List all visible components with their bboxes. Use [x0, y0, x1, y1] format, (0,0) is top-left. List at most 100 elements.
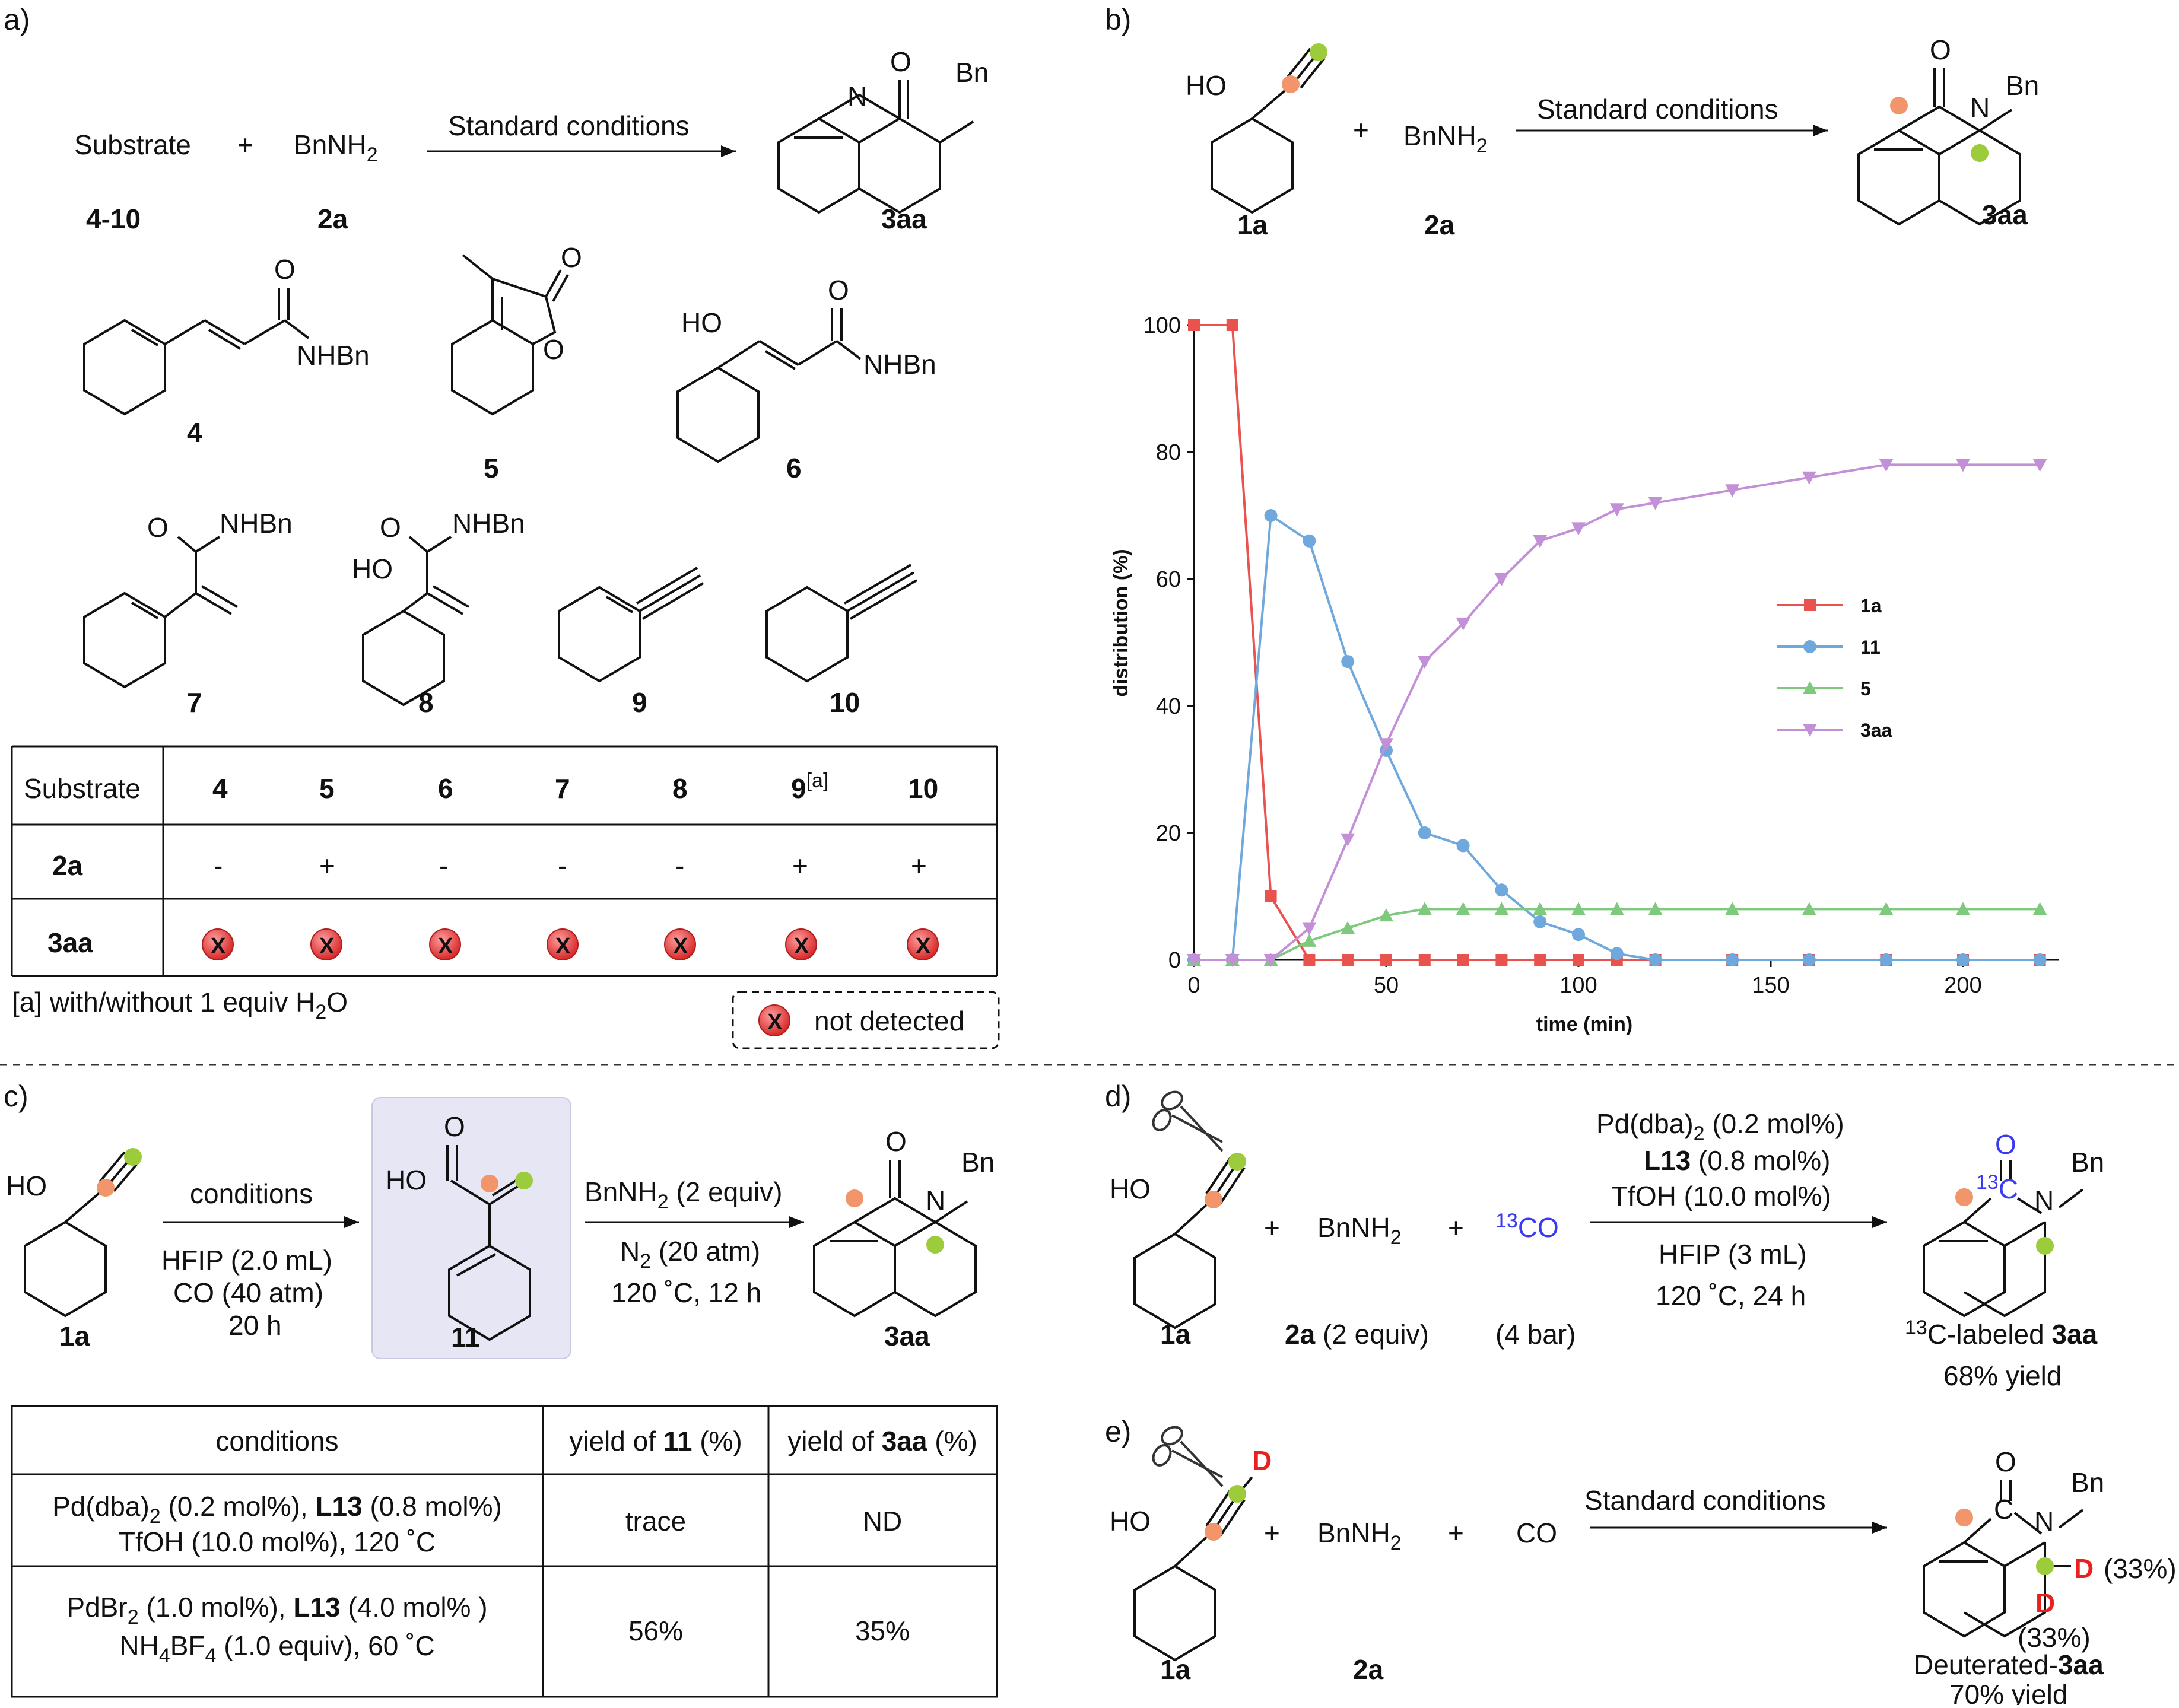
data-point-3aa: [1648, 497, 1663, 510]
green-label-dot-d: [1228, 1153, 1246, 1171]
arrow-head: [721, 145, 736, 157]
panel-b-amine: BnNH2: [1403, 120, 1488, 157]
intermediate-highlight-box: [371, 1097, 571, 1359]
panel-e-yield: 70% yield: [1949, 1679, 2067, 1705]
compound-4-nhbn: NHBn: [297, 340, 370, 371]
panel-d-plus1: +: [1264, 1212, 1280, 1243]
not-detected-marker: X: [310, 928, 342, 960]
compound-10-structure: [765, 564, 918, 683]
panel-c-time: 20 h: [228, 1310, 282, 1341]
green-label-dot-e: [1228, 1485, 1246, 1503]
orange-label-dot: [1282, 75, 1300, 93]
panel-e-amine: BnNH2: [1317, 1518, 1402, 1554]
panel-d-co-pressure: (4 bar): [1495, 1319, 1576, 1350]
panel-d-13co: 13CO: [1495, 1210, 1559, 1243]
panel-b-bn: Bn: [2006, 70, 2039, 101]
data-point-5: [2032, 902, 2047, 915]
intermediate-o: O: [444, 1111, 465, 1142]
reactant-1a-ho: HO: [1186, 70, 1227, 101]
panel-c-reactant-label: 1a: [59, 1321, 90, 1351]
data-point-11: [1264, 509, 1278, 522]
table-header-substrate: Substrate: [24, 773, 141, 804]
table-row1-yield3aa: ND: [863, 1506, 902, 1537]
panel-e-reactant-d: D: [1252, 1445, 1272, 1476]
product-3aa-structure: [777, 80, 974, 214]
panel-c-product-label: 3aa: [884, 1321, 930, 1351]
table-row2-line2: NH4BF4 (1.0 equiv), 60 ˚C: [119, 1630, 434, 1667]
data-point-11: [1418, 826, 1431, 839]
panel-e-plus1: +: [1264, 1518, 1280, 1548]
panel-a: Substrate + BnNH2 4-10 2a Standard condi…: [11, 46, 1000, 1049]
data-point-5: [1879, 902, 1894, 915]
panel-c-table: conditions yield of 11 (%) yield of 3aa …: [11, 1405, 998, 1698]
data-point-1a: [1226, 319, 1238, 331]
panel-d-reactant-label: 1a: [1160, 1319, 1191, 1350]
data-point-3aa: [1956, 459, 1970, 472]
panel-e-plus2: +: [1448, 1518, 1464, 1548]
data-point-1a: [1495, 954, 1508, 966]
panel-d-cond3: TfOH (10.0 mol%): [1611, 1181, 1831, 1211]
panel-c-product-o: O: [885, 1126, 907, 1157]
panel-b-o: O: [1930, 34, 1951, 65]
panel-e-reactant-label: 1a: [1160, 1654, 1191, 1685]
table-col-9: 9[a]: [791, 769, 828, 804]
compound-8-nhbn: NHBn: [452, 508, 525, 539]
panel-d-product-label: 13C-labeled 3aa: [1905, 1316, 2098, 1350]
panel-d-cond1: Pd(dba)2 (0.2 mol%): [1596, 1108, 1844, 1145]
green-label-dot-c-product: [926, 1236, 944, 1254]
data-point-5: [1956, 902, 1970, 915]
orange-label-dot-c-product: [846, 1189, 863, 1207]
panel-b-plus: +: [1353, 114, 1369, 145]
legend-marker: [1803, 681, 1817, 694]
data-point-11: [1610, 947, 1624, 960]
panel-d-reactant-structure: [1133, 1157, 1246, 1329]
data-point-5: [1609, 902, 1624, 915]
table-row-2a-label: 2a: [52, 850, 83, 881]
table-row2-line1: PdBr2 (1.0 mol%), L13 (4.0 mol% ): [66, 1592, 487, 1629]
green-label-dot-d-product: [2036, 1237, 2054, 1255]
data-point-1a: [1303, 954, 1316, 966]
not-detected-marker: X: [785, 928, 817, 960]
cell-2a-8: -: [675, 850, 684, 881]
data-point-11: [1456, 839, 1470, 853]
label-8: 8: [418, 687, 434, 718]
compound-6-ho: HO: [681, 307, 722, 338]
panel-c-co: CO (40 atm): [173, 1277, 323, 1308]
svg-text:X: X: [794, 934, 809, 959]
not-detected-marker: X: [547, 928, 579, 960]
table-col-10: 10: [908, 773, 938, 804]
panel-label-c: c): [4, 1080, 28, 1113]
data-point-3aa: [1571, 522, 1586, 536]
panel-c-product-bn: Bn: [961, 1147, 995, 1178]
panel-c-ho: HO: [6, 1171, 47, 1201]
data-point-11: [1802, 953, 1816, 966]
data-point-11: [1341, 655, 1355, 669]
product-number: 3aa: [881, 203, 927, 234]
series-line-11: [1194, 513, 2040, 961]
data-point-3aa: [1533, 535, 1548, 548]
orange-label-dot-11: [481, 1175, 498, 1192]
data-point-1a: [1573, 954, 1584, 966]
intermediate-label: 11: [451, 1322, 480, 1353]
reactant-1a-label: 1a: [1237, 209, 1268, 240]
panel-label-a: a): [4, 3, 30, 36]
compound-7-o: O: [147, 512, 169, 543]
panel-c-step2-amine: BnNH2 (2 equiv): [585, 1176, 782, 1213]
panel-label-d: d): [1105, 1080, 1131, 1113]
table-row1-yield11: trace: [625, 1506, 686, 1537]
panel-d-ho: HO: [1110, 1173, 1151, 1204]
table-col-5: 5: [319, 773, 335, 804]
svg-text:X: X: [211, 934, 226, 959]
data-point-1a: [1342, 954, 1354, 966]
y-tick-label: 20: [1156, 821, 1181, 846]
panel-b-n: N: [1970, 93, 1990, 123]
compound-5-carbonyl-o: O: [561, 242, 582, 273]
y-tick-label: 40: [1156, 694, 1181, 719]
green-label-dot: [1310, 43, 1327, 61]
svg-text:X: X: [319, 934, 335, 959]
svg-text:X: X: [438, 934, 453, 959]
data-point-3aa: [1302, 922, 1317, 936]
table-header-conditions: conditions: [215, 1426, 338, 1456]
data-point-5: [1725, 902, 1740, 915]
